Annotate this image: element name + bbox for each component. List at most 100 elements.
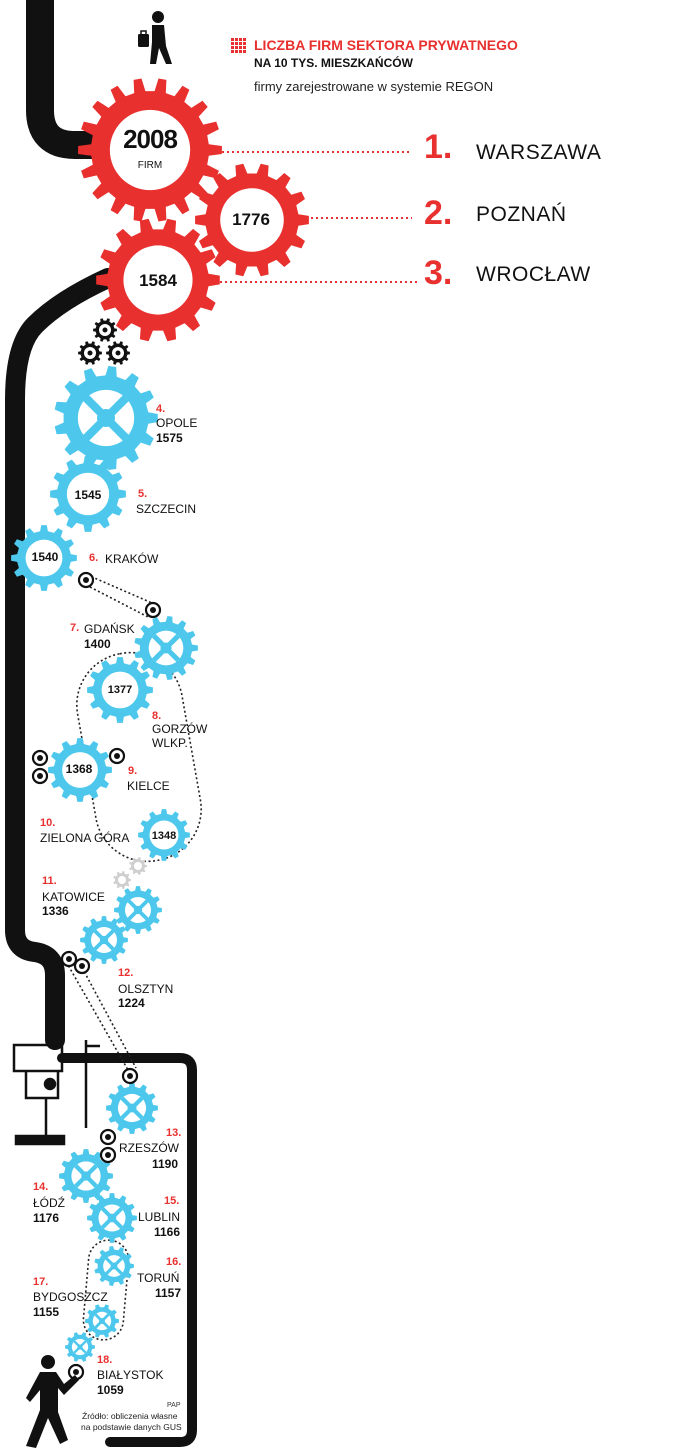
pulley-axle <box>37 755 43 761</box>
gear-axle <box>87 350 93 356</box>
grid-cell <box>243 46 246 49</box>
gear-spoke <box>112 1264 123 1275</box>
rank-17: 17. <box>33 1276 49 1288</box>
gear-spoke <box>84 1174 98 1188</box>
grid-cell <box>235 38 238 41</box>
pipe <box>5 0 197 1447</box>
rank-14: 14. <box>33 1181 49 1193</box>
city-wroclaw: WROCŁAW <box>476 263 591 286</box>
grid-cell <box>235 46 238 49</box>
gear-hub <box>62 752 98 788</box>
pulley-axle <box>105 1152 111 1158</box>
rank-1: 1. <box>424 128 453 166</box>
header-title: LICZBA FIRM SEKTORA PRYWATNEGO <box>254 37 518 53</box>
gear-spoke <box>164 633 181 650</box>
gear-spoke <box>73 1340 81 1348</box>
gear-unit-warszawa: FIRM <box>137 160 163 171</box>
grid-cell <box>243 38 246 41</box>
grid-cell <box>239 38 242 41</box>
city-opole: OPOLE <box>156 416 198 430</box>
rank-9: 9. <box>128 765 138 777</box>
gear-spoke <box>84 1164 98 1178</box>
grid-cell <box>231 46 234 49</box>
gear-value-wroclaw: 1584 <box>139 271 177 290</box>
grid-cell <box>239 46 242 49</box>
rank-13: 13. <box>166 1127 182 1139</box>
rank-16: 16. <box>166 1256 182 1268</box>
pulley-axle <box>83 577 89 583</box>
header-subtitle: NA 10 TYS. MIESZKAŃCÓW <box>254 56 413 70</box>
city-lodz: ŁÓDŹ <box>33 1196 66 1210</box>
grid-cell <box>239 50 242 53</box>
city-olsztyn: OLSZTYN <box>118 982 174 996</box>
value-bialystok: 1059 <box>97 1383 124 1397</box>
city-torun: TORUŃ <box>137 1271 180 1285</box>
rank-6: 6. <box>89 552 99 564</box>
gear-value-poznan: 1776 <box>232 210 270 229</box>
value-torun: 1157 <box>155 1286 182 1300</box>
city-zielona-gora: ZIELONA GÓRA <box>40 831 130 845</box>
pulleys <box>31 571 162 1381</box>
gear-spoke <box>79 1340 87 1348</box>
gear-value-szczecin: 1545 <box>74 488 102 502</box>
value-lublin: 1166 <box>154 1225 181 1239</box>
gear-spoke <box>101 1313 110 1322</box>
gear-spoke <box>136 899 149 912</box>
gear-hub <box>118 876 126 884</box>
gear-spoke <box>102 929 115 942</box>
rank-18: 18. <box>97 1354 113 1366</box>
gear-spoke <box>127 899 140 912</box>
vise-icon <box>12 1040 100 1146</box>
gear-spoke <box>73 1346 81 1354</box>
rank-3: 3. <box>424 254 453 292</box>
gear-spoke <box>74 1164 88 1178</box>
value-gdansk: 1400 <box>84 637 111 651</box>
pulley-axle <box>150 607 156 613</box>
gear-hub <box>220 188 284 252</box>
city-bydgoszcz: BYDGOSZCZ <box>33 1290 108 1304</box>
gear-axle <box>102 327 108 333</box>
value-lodz: 1176 <box>33 1211 60 1225</box>
pulley-axle <box>79 963 85 969</box>
gear-spoke <box>112 1257 123 1268</box>
gear-hub <box>134 862 142 870</box>
source-line-1: Źródło: obliczenia własne <box>82 1411 178 1421</box>
city-gorzow-line1: GORZÓW <box>152 722 208 736</box>
gear-spoke <box>105 1264 116 1275</box>
rank-4: 4. <box>156 403 166 415</box>
connectors <box>212 151 418 283</box>
gear-value-krakow: 1540 <box>31 550 59 564</box>
value-olsztyn: 1224 <box>118 996 145 1010</box>
value-bydgoszcz: 1155 <box>33 1305 60 1319</box>
gear-spoke <box>94 1320 103 1329</box>
pulley-axle <box>105 1134 111 1140</box>
gear-spoke <box>151 646 168 663</box>
gear-hub <box>123 245 193 315</box>
rank-7: 7. <box>70 622 80 634</box>
agency-label: PAP <box>167 1402 181 1409</box>
gear-hub <box>149 820 179 850</box>
rank-10: 10. <box>40 817 56 829</box>
rank-2: 2. <box>424 194 453 232</box>
city-warszawa: WARSZAWA <box>476 141 602 164</box>
gear-spoke <box>83 395 109 421</box>
rank-15: 15. <box>164 1195 180 1207</box>
gear-spoke <box>100 1216 114 1230</box>
city-szczecin: SZCZECIN <box>136 502 196 516</box>
gear-spoke <box>79 1346 87 1354</box>
grid-cell <box>231 38 234 41</box>
pulley-axle <box>66 956 72 962</box>
gear-value-gorzow: 1377 <box>107 684 133 696</box>
gear-value-zielona-gora: 1348 <box>151 830 177 842</box>
gear-spoke <box>130 1106 144 1120</box>
grid-cell <box>243 42 246 45</box>
gear-spoke <box>110 1216 124 1230</box>
source-line-2: na podstawie danych GUS <box>81 1422 182 1432</box>
gear-spoke <box>164 646 181 663</box>
pulley-axle <box>127 1073 133 1079</box>
pulley-axle <box>114 753 120 759</box>
city-gorzow-line2: WLKP. <box>152 736 188 750</box>
value-rzeszow: 1190 <box>152 1157 179 1171</box>
gear-axle <box>115 350 121 356</box>
